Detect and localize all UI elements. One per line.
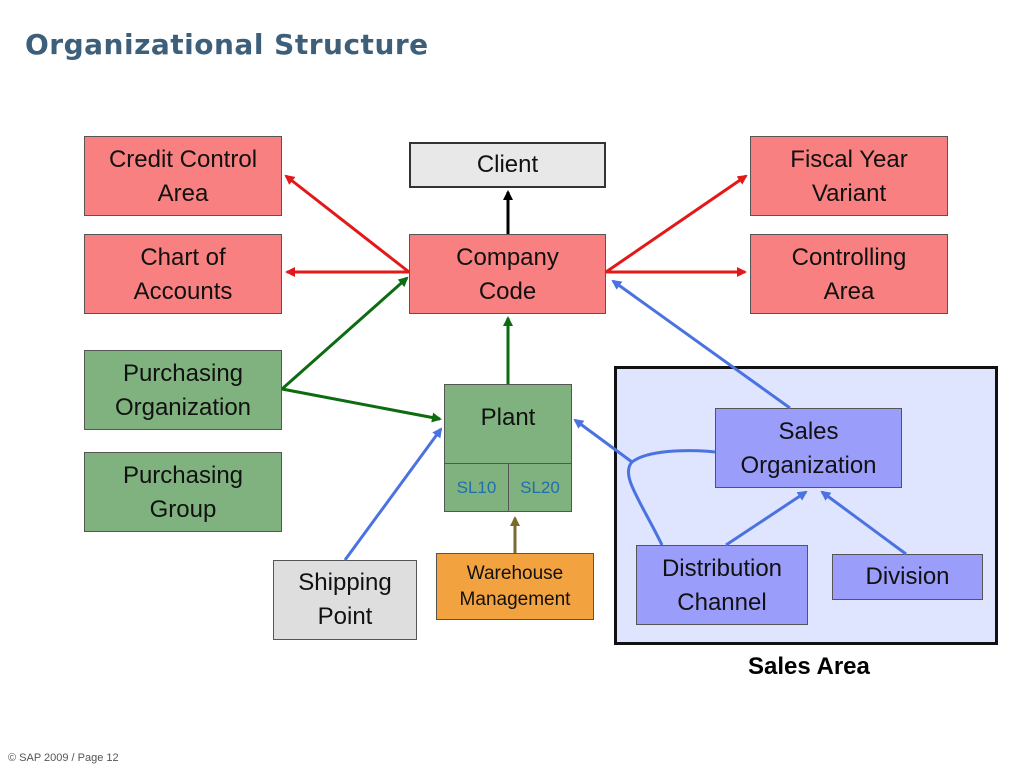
fiscal-year-variant-node: Fiscal Year Variant bbox=[750, 136, 948, 216]
arrow-purchorg-to-company bbox=[281, 276, 409, 391]
arrow-distchannel-to-salesorg bbox=[725, 490, 808, 547]
arrow-purchorg-to-plant bbox=[281, 387, 442, 423]
arrow-shipping-to-plant bbox=[343, 427, 443, 561]
plant-node: Plant bbox=[444, 384, 572, 464]
page-title: Organizational Structure bbox=[25, 28, 429, 61]
distribution-channel-node: Distribution Channel bbox=[636, 545, 808, 625]
arrow-salesorg-to-company bbox=[611, 279, 791, 410]
arrow-curve-to-plant bbox=[573, 418, 633, 464]
credit-control-area-node: Credit Control Area bbox=[84, 136, 282, 216]
chart-of-accounts-node: Chart of Accounts bbox=[84, 234, 282, 314]
sales-organization-node: Sales Organization bbox=[715, 408, 902, 488]
division-node: Division bbox=[832, 554, 983, 600]
client-node: Client bbox=[409, 142, 606, 188]
shipping-point-node: Shipping Point bbox=[273, 560, 417, 640]
arrow-company-to-credit-control bbox=[284, 174, 410, 274]
arrow-company-to-fiscal-year bbox=[605, 174, 748, 274]
arrow-division-to-salesorg bbox=[820, 490, 907, 556]
arrow-distchannel-to-plant bbox=[626, 449, 716, 546]
footer-copyright: © SAP 2009 / Page 12 bbox=[8, 752, 119, 764]
company-code-node: Company Code bbox=[409, 234, 606, 314]
warehouse-management-node: Warehouse Management bbox=[436, 553, 594, 620]
purchasing-group-node: Purchasing Group bbox=[84, 452, 282, 532]
storage-location-sl20: SL20 bbox=[508, 463, 572, 512]
purchasing-organization-node: Purchasing Organization bbox=[84, 350, 282, 430]
storage-location-sl10: SL10 bbox=[444, 463, 509, 512]
controlling-area-node: Controlling Area bbox=[750, 234, 948, 314]
plant-label: Plant bbox=[480, 404, 536, 431]
sales-area-label: Sales Area bbox=[748, 653, 870, 680]
